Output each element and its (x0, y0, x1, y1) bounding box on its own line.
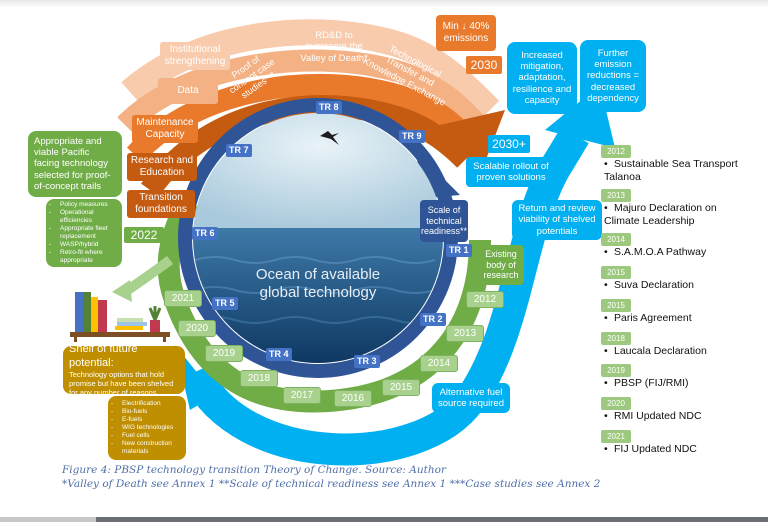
tr-badge-5: TR 5 (212, 297, 238, 310)
year-2030-badge: 2030 (466, 56, 502, 74)
min-emissions-box: Min ↓ 40% emissions (436, 15, 496, 51)
center-label-line2: global technology (259, 284, 377, 301)
appropriate-item: Operational efficiencies (46, 209, 122, 225)
return-review-box: Return and review viability of shelved p… (512, 200, 602, 240)
shelf-list: Electrification Bio-fuels E-fuels WIG te… (108, 396, 186, 460)
label-rdd: RD&D to overcome the Valley of Death* (300, 30, 368, 64)
year-2030-plus-badge: 2030+ (488, 135, 530, 153)
timeline-event: •S.A.M.O.A Pathway (604, 246, 707, 258)
appropriate-item: Retro-fit where appropriate (46, 249, 122, 265)
timeline-event-text: PBSP (FIJ/RMI) (614, 377, 689, 389)
cyan-arrowhead-left (175, 345, 215, 410)
center-label-line1: Ocean of available (255, 266, 381, 283)
ring-year-2013: 2013 (446, 325, 484, 342)
timeline-event: •Laucala Declaration (604, 345, 707, 357)
ring-year-2019: 2019 (205, 345, 243, 362)
timeline-year: 2012 (601, 145, 631, 158)
timeline-year: 2018 (601, 332, 631, 345)
tr-badge-8: TR 8 (316, 101, 342, 114)
label-foundations: Transition foundations (127, 190, 195, 218)
shelf-subtitle: Technology options that hold promise but… (69, 369, 174, 397)
appropriate-tech-box: Appropriate and viable Pacific facing te… (28, 131, 122, 197)
shelf-item: Fuel cells (108, 432, 186, 440)
appropriate-item: WASP/hybrid (46, 241, 122, 249)
ring-year-2014: 2014 (420, 355, 458, 372)
timeline-event-text: Suva Declaration (614, 279, 694, 291)
timeline-year: 2015 (601, 266, 631, 279)
timeline-event: •FIJ Updated NDC (604, 443, 697, 455)
timeline-year: 2020 (601, 397, 631, 410)
tr-badge-4: TR 4 (266, 348, 292, 361)
label-maintenance: Maintenance Capacity (132, 115, 198, 143)
timeline-event-text: FIJ Updated NDC (614, 443, 697, 455)
further-box: Further emission reductions = decreased … (580, 40, 646, 112)
timeline-event: •Suva Declaration (604, 279, 694, 291)
timeline-event-text: Laucala Declaration (614, 345, 707, 357)
tr-badge-6: TR 6 (192, 227, 218, 240)
tr-badge-3: TR 3 (354, 355, 380, 368)
center-label: Ocean of available global technology (238, 266, 398, 302)
timeline-year: 2019 (601, 364, 631, 377)
bookshelf-icon (70, 292, 170, 342)
figure-caption: Figure 4: PBSP technology transition The… (62, 464, 446, 476)
ring-year-2015: 2015 (382, 379, 420, 396)
ring-year-2018: 2018 (240, 370, 278, 387)
existing-research-box: Existing body of research (478, 245, 524, 285)
timeline-event-text: RMI Updated NDC (614, 410, 702, 422)
ring-year-2020: 2020 (178, 320, 216, 337)
timeline-event-text: Paris Agreement (614, 312, 692, 324)
timeline-year: 2015 (601, 299, 631, 312)
ring-year-2012: 2012 (466, 291, 504, 308)
scale-readiness-box: Scale of technical readiness** (420, 200, 468, 242)
label-data: Data (158, 78, 218, 104)
label-institutional: Institutional strengthening (160, 42, 230, 70)
shelf-title: Shelf of future potential: (69, 343, 138, 369)
orange-arrowhead (440, 110, 505, 175)
figure-footnote: *Valley of Death see Annex 1 **Scale of … (62, 478, 601, 490)
appropriate-item: Policy measures (46, 201, 122, 209)
shelf-item: Bio-fuels (108, 408, 186, 416)
timeline-event: •Majuro Declaration on Climate Leadershi… (604, 202, 717, 227)
timeline-year: 2013 (601, 189, 631, 202)
timeline-event-text: Sustainable Sea Transport Talanoa (604, 158, 738, 183)
shelf-item: WIG technologies (108, 424, 186, 432)
tr-badge-1: TR 1 (446, 244, 472, 257)
top-edge (0, 0, 768, 8)
shelf-item: E-fuels (108, 416, 186, 424)
green-shelf-arrowhead (112, 280, 132, 302)
shelf-item: New construction materials (108, 440, 186, 456)
timeline-event: •Sustainable Sea Transport Talanoa (604, 158, 738, 183)
ring-year-2021: 2021 (164, 290, 202, 307)
timeline-year: 2014 (601, 233, 631, 246)
timeline-event: •RMI Updated NDC (604, 410, 702, 422)
timeline-event: •Paris Agreement (604, 312, 692, 324)
year-2022-badge: 2022 (124, 227, 164, 243)
tr-badge-9: TR 9 (399, 130, 425, 143)
shelf-box: Shelf of future potential: Technology op… (63, 343, 185, 397)
appropriate-tech-title: Appropriate and viable Pacific facing te… (34, 135, 111, 193)
timeline-event-text: Majuro Declaration on Climate Leadership (604, 202, 717, 227)
appropriate-item: Appropriate fleet replacement (46, 225, 122, 241)
alternative-fuel-box: Alternative fuel source required (432, 383, 510, 413)
appropriate-tech-list: Policy measures Operational efficiencies… (46, 199, 122, 267)
timeline-event-text: S.A.M.O.A Pathway (614, 246, 707, 258)
bottom-edge (0, 517, 768, 522)
ring-year-2017: 2017 (283, 387, 321, 404)
label-research: Research and Education (127, 153, 197, 181)
timeline-year: 2021 (601, 430, 631, 443)
timeline-event: •PBSP (FIJ/RMI) (604, 377, 689, 389)
ring-year-2016: 2016 (334, 390, 372, 407)
bird-icon (320, 131, 339, 145)
tr-badge-7: TR 7 (226, 144, 252, 157)
shelf-item: Electrification (108, 400, 186, 408)
tr-badge-2: TR 2 (420, 313, 446, 326)
increased-box: Increased mitigation, adaptation, resili… (507, 42, 577, 114)
scalable-rollout-box: Scalable rollout of proven solutions (466, 157, 556, 187)
